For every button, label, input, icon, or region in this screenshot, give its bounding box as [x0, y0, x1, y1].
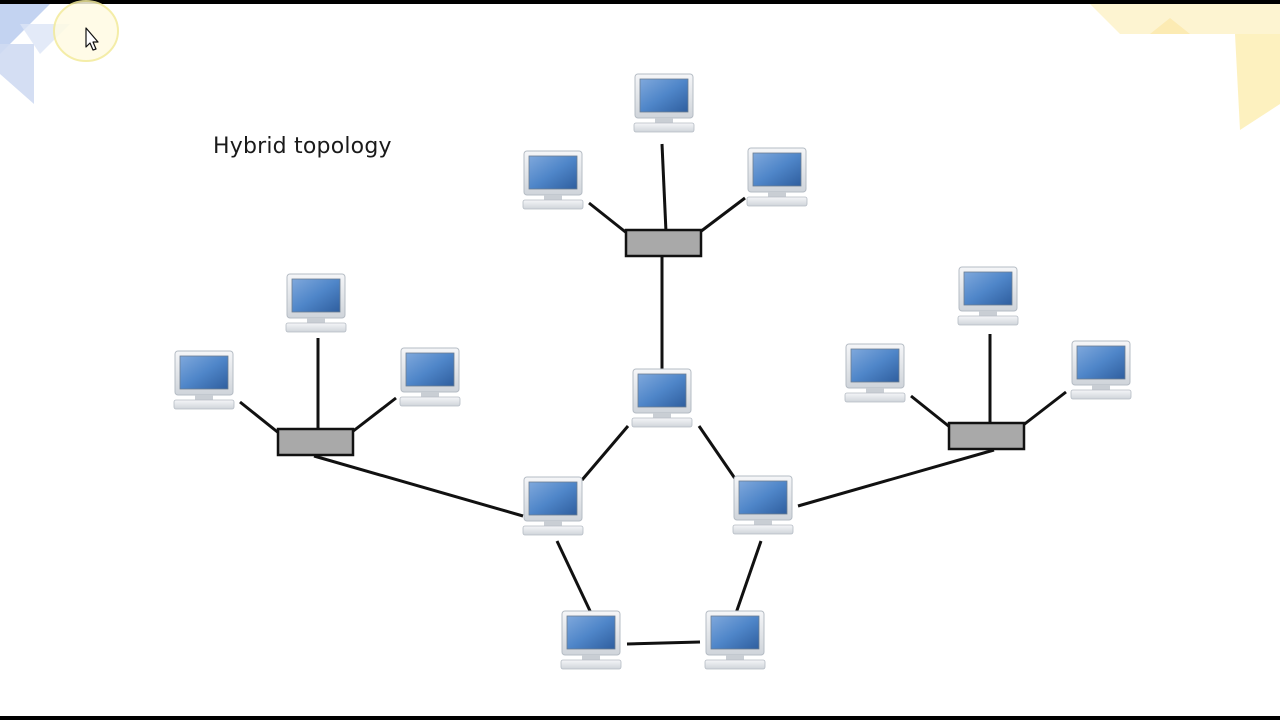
link [555, 540, 593, 614]
link [626, 640, 701, 646]
link [580, 425, 630, 481]
links [239, 143, 1067, 646]
switch-icon [947, 421, 1026, 451]
diagram-title: Hybrid topology [213, 134, 392, 159]
link [351, 396, 397, 434]
link [313, 454, 524, 518]
link [910, 394, 952, 430]
computer-icon [522, 150, 584, 210]
link [699, 196, 746, 234]
computer-icon [399, 347, 461, 407]
computer-icon [285, 273, 347, 333]
switch-icon [276, 427, 355, 457]
computer-icon [957, 266, 1019, 326]
computer-icon [746, 147, 808, 207]
link [660, 143, 668, 233]
link [697, 425, 738, 481]
computer-icon [173, 350, 235, 410]
computer-icon [633, 73, 695, 133]
link [588, 201, 629, 236]
link [1021, 390, 1067, 428]
corner-decoration-top-right [1090, 4, 1280, 130]
computer-icon [522, 476, 584, 536]
mouse-cursor-icon [53, 0, 119, 62]
computer-icon [732, 475, 794, 535]
link [797, 448, 995, 508]
switches [276, 228, 1026, 457]
link [733, 540, 763, 617]
computer-icon [844, 343, 906, 403]
computer-icon [560, 610, 622, 670]
computer-icon [1070, 340, 1132, 400]
link [239, 400, 281, 436]
computer-icon [704, 610, 766, 670]
switch-icon [624, 228, 703, 258]
computer-icon [631, 368, 693, 428]
